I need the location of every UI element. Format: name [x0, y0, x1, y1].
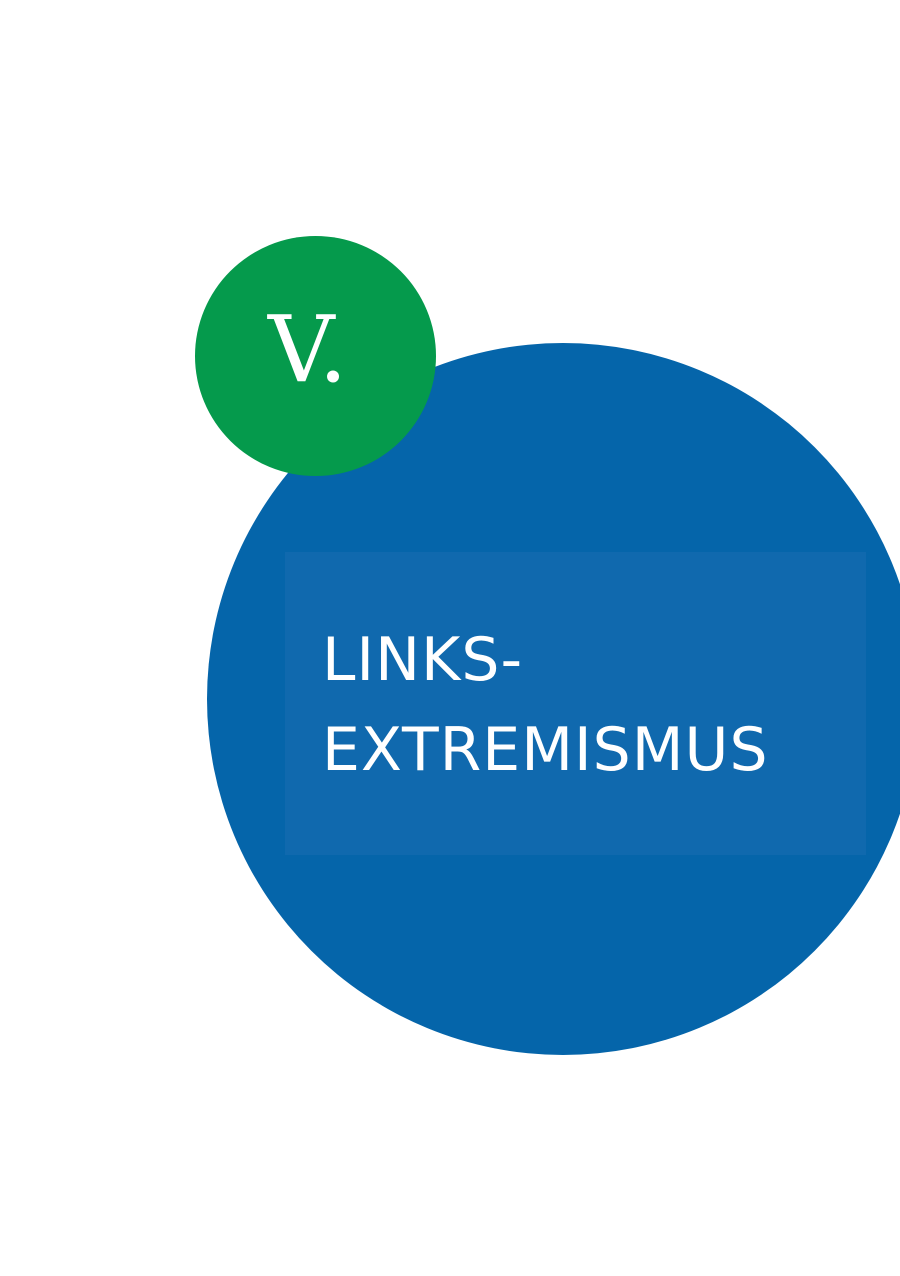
chapter-number: V.: [268, 296, 348, 403]
title-box: [285, 552, 866, 855]
green-circle: [195, 236, 436, 476]
chapter-title-line-1: LINKS-: [322, 625, 524, 695]
chapter-title-line-2: EXTREMISMUS: [322, 715, 769, 785]
